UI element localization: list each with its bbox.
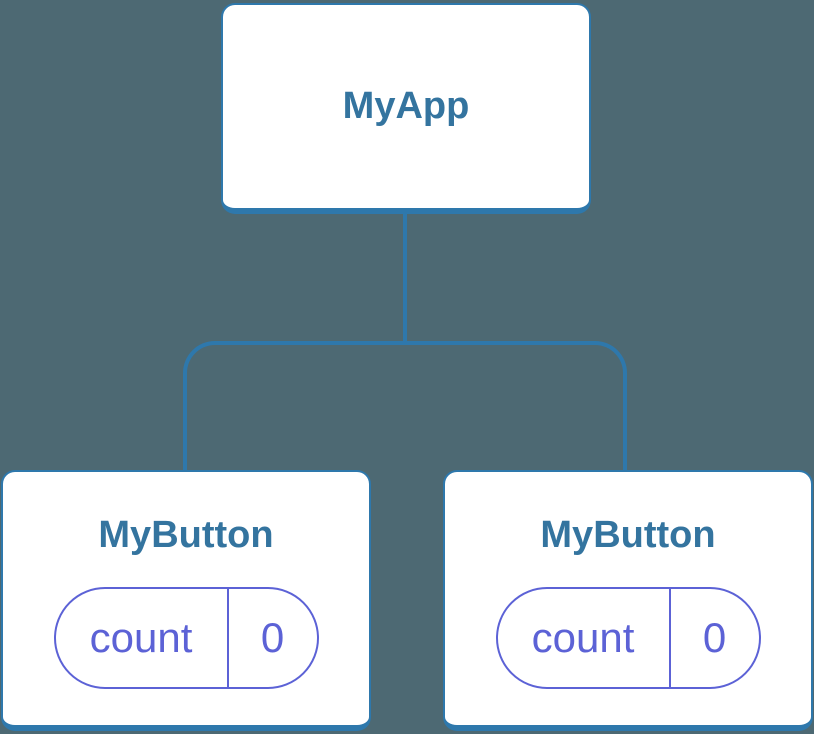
state-name: count: [498, 588, 671, 687]
connector-bracket: [183, 341, 627, 470]
component-label: MyButton: [98, 514, 274, 556]
state-name: count: [56, 588, 229, 687]
component-card-child-1: MyButton count 0: [1, 470, 371, 731]
connector-stub: [403, 213, 407, 343]
state-value: 0: [260, 613, 285, 661]
component-label: MyApp: [342, 84, 470, 127]
component-card-root: MyApp: [221, 3, 591, 214]
state-pill: count 0: [53, 586, 319, 689]
state-value: 0: [702, 613, 727, 661]
state-pill: count 0: [495, 586, 761, 689]
component-label: MyButton: [540, 514, 716, 556]
component-card-child-2: MyButton count 0: [443, 470, 813, 731]
